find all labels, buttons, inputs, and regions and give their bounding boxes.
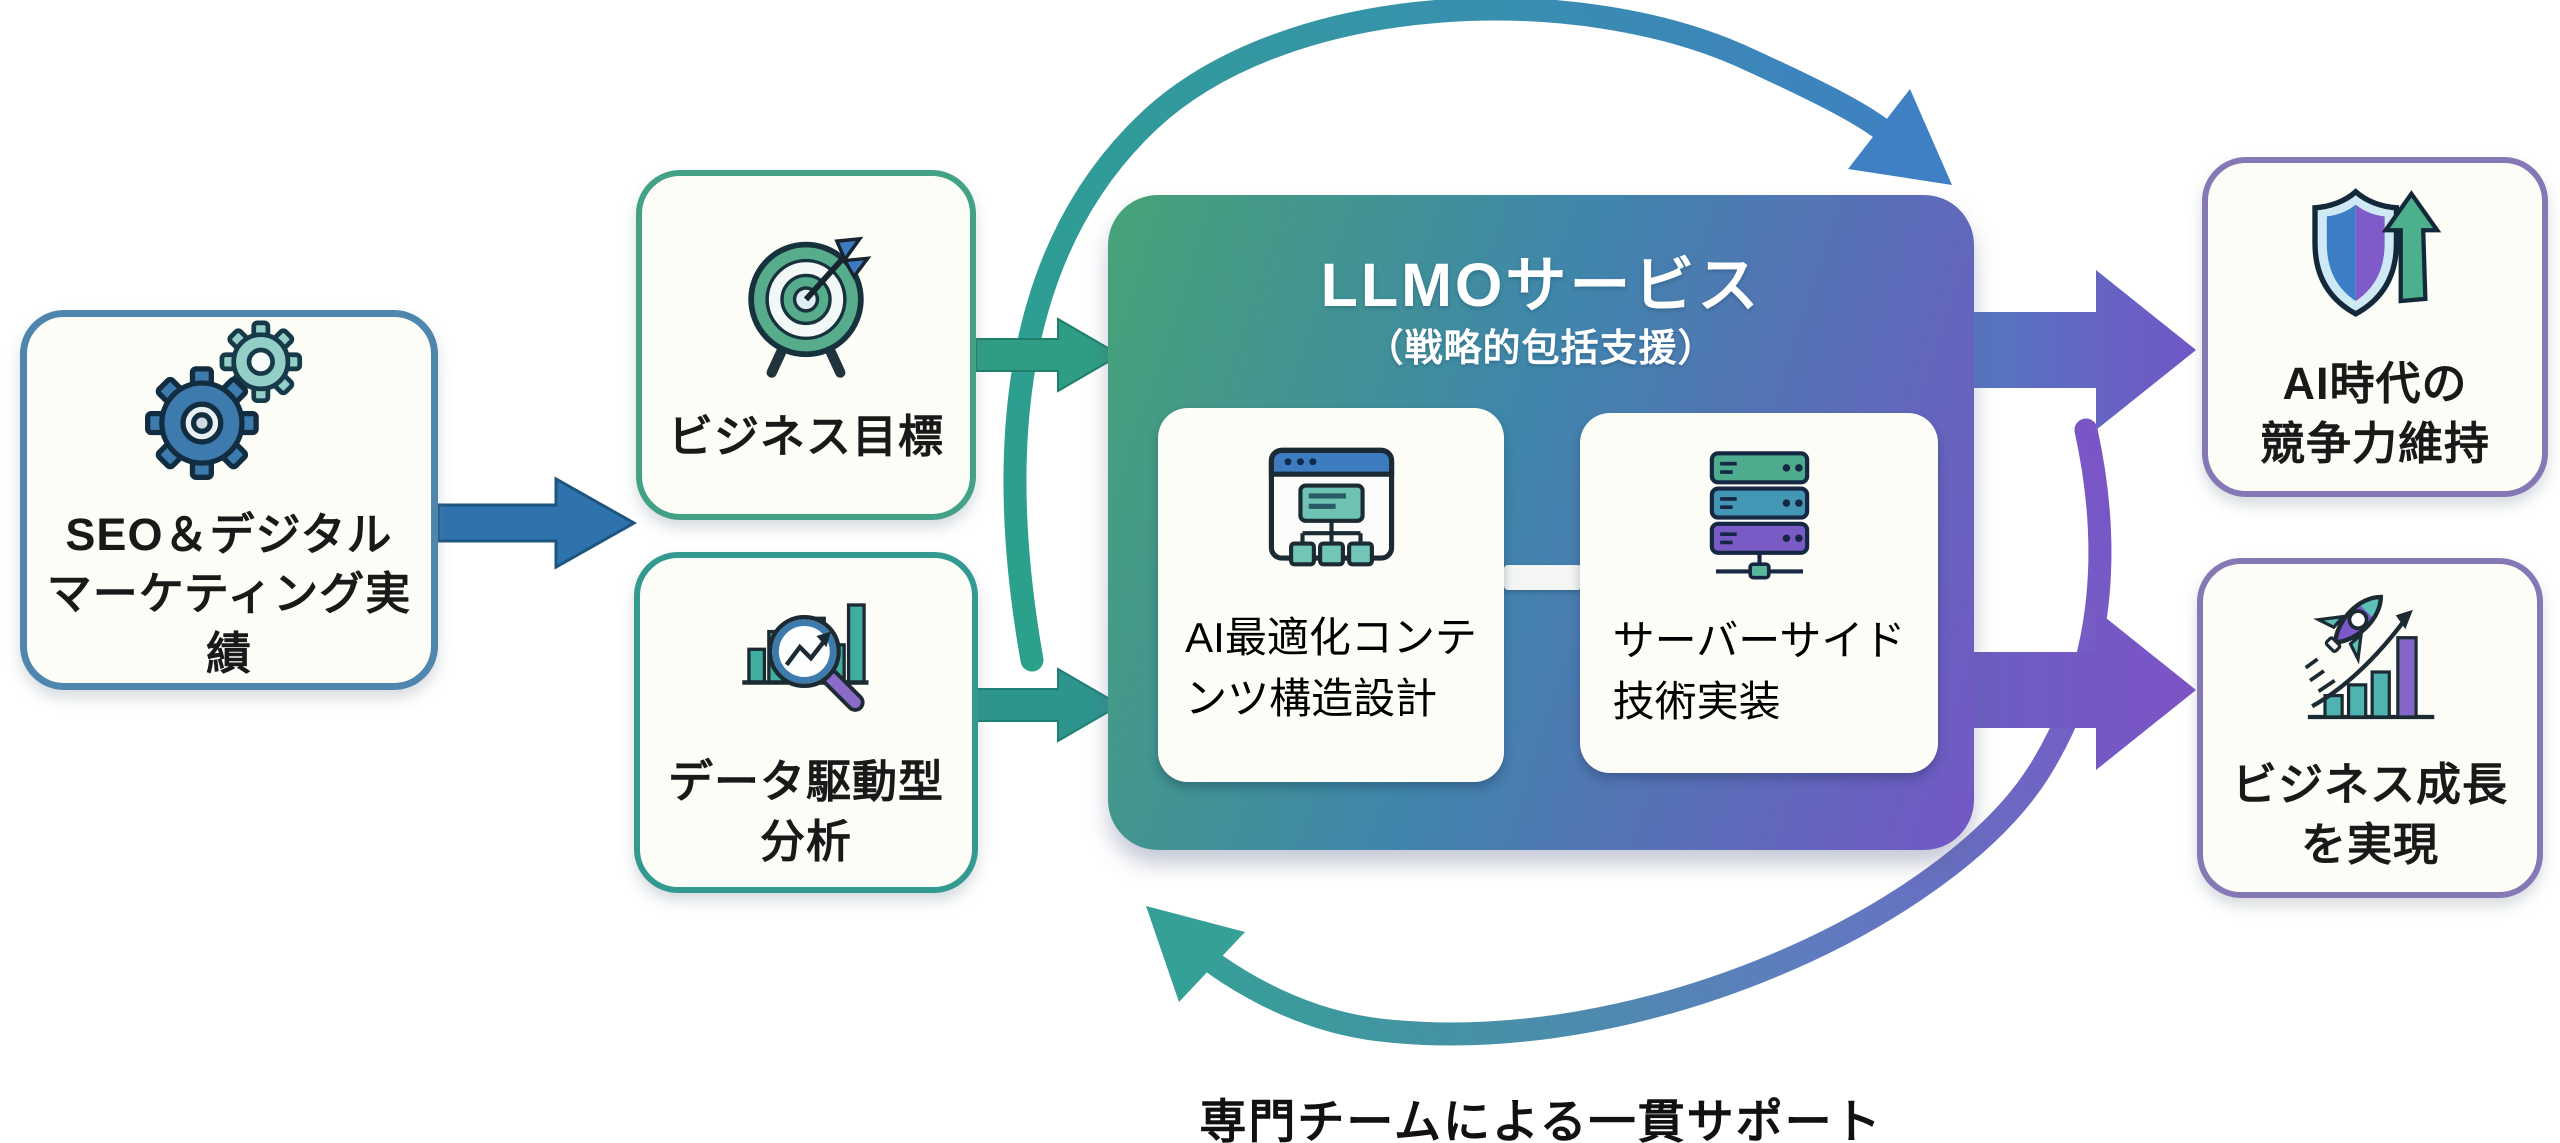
cycle-arrow-bottom-head [1146,906,1245,1002]
llmo-service-title: LLMOサービス [1320,251,1762,319]
server-side-box: サーバーサイド 技術実装 [1580,413,1938,773]
llmo-service-box: LLMOサービス （戦略的包括支援） AI最適化コンテ ンツ [1108,195,1974,850]
business-growth-box: ビジネス成長 を実現 [2197,558,2543,898]
business-growth-label: ビジネス成長 を実現 [2231,759,2508,870]
flow-arrow-goal-to-center [975,317,1122,393]
cycle-arrow-top [1003,0,1904,672]
business-goal-label: ビジネス目標 [667,410,944,462]
content-design-label: AI最適化コンテ ンツ構造設計 [1185,614,1477,722]
ai-era-box: AI時代の 競争力維持 [2202,157,2548,497]
seo-marketing-label: SEO＆デジタル マーケティング実績 [46,508,412,679]
cycle-caption: 専門チームによる一貫サポート [1199,1095,1883,1143]
sitemap-browser-icon [1259,440,1404,590]
chart-magnifier-icon [729,574,884,734]
business-goal-box: ビジネス目標 [636,170,976,520]
llmo-service-subtitle: （戦略的包括支援） [1365,328,1717,370]
server-stack-icon [1687,443,1832,593]
cycle-arrow-top-head [1848,89,1952,185]
ai-era-label: AI時代の 競争力維持 [2259,358,2490,469]
rocket-growth-icon [2295,582,2445,737]
data-driven-label: データ駆動型 分析 [667,756,944,867]
sub-box-connector [1504,565,1582,590]
data-driven-box: データ駆動型 分析 [634,552,978,893]
flow-arrow-center-to-growth [1958,610,2196,770]
target-icon [726,224,886,389]
flow-arrow-center-to-ai-era [1958,270,2196,430]
flow-arrow-data-to-center [975,667,1122,743]
seo-marketing-box: SEO＆デジタル マーケティング実績 [20,310,438,690]
server-side-label: サーバーサイド 技術実装 [1612,617,1906,725]
shield-up-arrow-icon [2300,181,2450,336]
flow-arrow-left [436,476,638,570]
gears-icon [104,317,354,487]
content-design-box: AI最適化コンテ ンツ構造設計 [1158,408,1504,782]
